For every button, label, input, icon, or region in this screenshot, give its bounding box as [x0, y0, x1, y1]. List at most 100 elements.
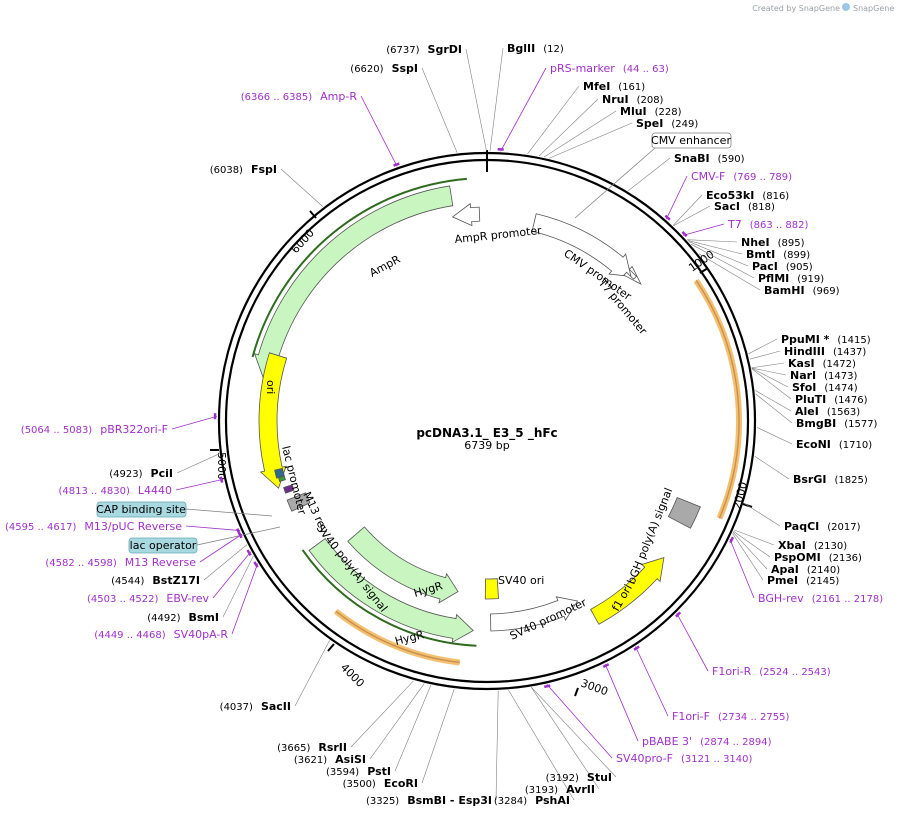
primer-pbr322ori-f: pBR322ori-F(5064 .. 5083): [21, 413, 215, 436]
enzyme-position: (4492): [147, 613, 180, 624]
tick-5000: 5000: [215, 452, 228, 480]
enzyme-mfei: MfeI(161): [583, 80, 645, 93]
enzyme-leader-psti: [395, 685, 431, 771]
enzyme-position: (2017): [827, 522, 860, 533]
primer-leader-f1ori-f: [635, 647, 668, 716]
primer-name: F1ori-R: [712, 665, 752, 678]
enzyme-pmei: PmeI(2145): [767, 574, 839, 587]
enzyme-leader-hindiii: [750, 351, 780, 359]
enzyme-bstz17i: BstZ17I(4544): [111, 574, 200, 587]
enzyme-name: BamHI: [764, 284, 805, 297]
enzyme-name: MfeI: [583, 80, 610, 93]
enzyme-name: BmgBI: [796, 417, 836, 430]
primer-name: T7: [727, 218, 742, 231]
primer-position: (769 .. 789): [733, 172, 792, 183]
primer-marker-f1ori-r: [676, 612, 680, 616]
enzyme-snabi: SnaBI (590): [674, 152, 745, 165]
enzyme-leader-nari: [752, 368, 786, 375]
primer-name: EBV-rev: [166, 592, 209, 605]
enzyme-name: SacI: [714, 200, 740, 213]
enzyme-position: (590): [718, 154, 745, 165]
primer-position: (4503 .. 4522): [87, 594, 159, 605]
enzyme-position: (1437): [833, 347, 866, 358]
primer-name: CMV-F: [691, 170, 725, 183]
primer-leader-cmv-f: [666, 176, 687, 219]
primer-leader-ebv-rev: [213, 552, 251, 598]
primer-marker-sv40pro-f: [544, 686, 550, 687]
enzyme-leader-fspi: [281, 169, 323, 207]
enzyme-econi: EcoNI(1710): [796, 438, 872, 451]
feature-ori-label: ori: [264, 380, 277, 394]
primer-leader-t7: [683, 224, 724, 235]
primer-leader-m13-reverse: [200, 534, 242, 562]
primer-position: (44 .. 63): [623, 64, 669, 75]
primer-leader-l4440: [176, 479, 223, 490]
enzyme-name: RsrII: [318, 741, 347, 754]
enzyme-position: (3594): [326, 767, 359, 778]
feature-ampr-label: AmpR: [367, 253, 402, 280]
primer-position: (4595 .. 4617): [5, 522, 77, 533]
enzyme-name: SpeI: [636, 117, 663, 130]
enzyme-position: (3621): [294, 755, 327, 766]
enzyme-name: BsmBI - Esp3I: [407, 794, 492, 807]
primer-leader-m13-puc-reverse: [186, 526, 240, 531]
enzyme-position: (3500): [343, 779, 376, 790]
enzyme-name: PstI: [367, 765, 391, 778]
enzyme-psti: PstI (3594): [326, 765, 391, 778]
enzyme-position: (12): [543, 44, 564, 55]
enzyme-leader-ppumi: [749, 339, 777, 354]
enzyme-leader-nrui: [539, 99, 598, 156]
enzyme-position: (1472): [823, 359, 856, 370]
enzyme-position: (969): [813, 286, 840, 297]
primer-t7: T7(863 .. 882): [682, 218, 808, 236]
enzyme-name: PaqCI: [784, 520, 819, 533]
enzyme-leader-ecori: [422, 689, 454, 783]
enzyme-bamhi: BamHI (969): [764, 284, 840, 297]
enzyme-sacii: SacII(4037): [220, 700, 291, 713]
primer-position: (2874 .. 2894): [700, 737, 772, 748]
primer-sv40pro-f: SV40pro-F(3121 .. 3140): [544, 686, 752, 765]
primer-position: (6366 .. 6385): [241, 92, 313, 103]
primer-position: (2734 .. 2755): [718, 712, 790, 723]
features: [253, 179, 739, 663]
enzyme-sgrdi: SgrDI(6737): [386, 43, 462, 56]
enzyme-position: (4923): [109, 469, 142, 480]
enzyme-position: (1710): [839, 440, 872, 451]
feature-bgh-polya: [668, 498, 700, 529]
enzyme-asisi: AsiSI(3621): [294, 753, 366, 766]
primer-amp-r: Amp-R(6366 .. 6385): [241, 90, 400, 166]
primer-name: pBABE 3': [642, 735, 692, 748]
primer-marker-f1ori-f: [634, 646, 639, 649]
enzyme-name: FspI: [251, 163, 277, 176]
enzyme-leader-sspi: [422, 68, 457, 153]
primer-marker-pbabe-3: [603, 664, 608, 667]
primer-name: pBR322ori-F: [100, 423, 168, 436]
feature-hygr-outer-label: HygR: [394, 628, 426, 648]
primer-marker-sv40pa-r: [254, 562, 257, 567]
enzyme-name: PshAI: [535, 794, 570, 807]
primer-marker-l4440: [221, 477, 222, 483]
enzyme-bsrgi: BsrGI(1825): [793, 473, 868, 486]
primer-name: M13/pUC Reverse: [84, 520, 182, 533]
enzyme-leader-xbai: [734, 530, 774, 545]
enzyme-position: (1476): [834, 395, 867, 406]
plasmid-length: 6739 bp: [464, 439, 509, 452]
primer-position: (4449 .. 4468): [94, 630, 166, 641]
enzyme-position: (816): [762, 191, 789, 202]
enzyme-leader-rsrii: [351, 681, 414, 747]
enzyme-leader-sfoi: [752, 368, 788, 387]
primer-name: M13 Reverse: [125, 556, 196, 569]
enzyme-position: (1577): [844, 419, 877, 430]
enzyme-name: SnaBI: [674, 152, 710, 165]
enzyme-position: (4037): [220, 702, 253, 713]
enzyme-position: (249): [671, 119, 698, 130]
enzyme-name: EcoRI: [384, 777, 418, 790]
enzyme-position: (895): [778, 238, 805, 249]
boxed-feature-lac-operator-label: lac operator: [130, 539, 197, 552]
enzyme-sspi: SspI(6620): [350, 62, 418, 75]
primer-marker-cmv-f: [665, 216, 670, 220]
feature-sv40-ori-label: SV40 ori: [498, 574, 544, 587]
enzyme-position: (818): [748, 202, 775, 213]
tick-3000: 3000: [579, 677, 610, 699]
